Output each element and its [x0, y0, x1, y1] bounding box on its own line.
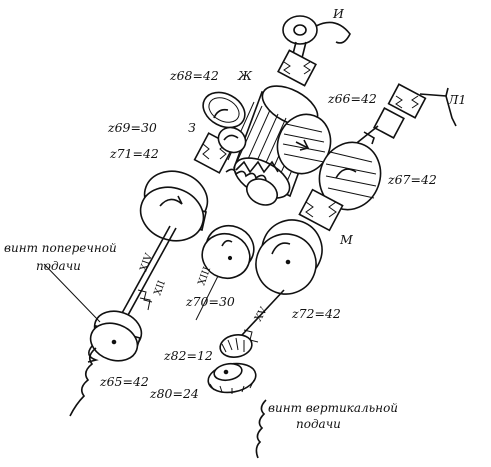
- lead-lines: [43, 263, 267, 459]
- shaft-label-XII: XII: [152, 279, 167, 297]
- label-z70: z70=30: [185, 294, 235, 309]
- gear-z65: [87, 310, 143, 363]
- label-M: М: [339, 232, 354, 247]
- caption-vertical-feed-2: подачи: [296, 417, 341, 431]
- label-z71: z71=42: [109, 146, 159, 161]
- label-Z: З: [188, 120, 196, 135]
- label-z72: z72=42: [291, 306, 341, 321]
- gear-z71: [139, 170, 209, 242]
- clutch-Z: [193, 126, 279, 206]
- label-z66: z66=42: [327, 91, 377, 106]
- gear-z70: [201, 224, 255, 280]
- right-handle-L1: [347, 83, 457, 151]
- label-I: И: [332, 6, 345, 21]
- label-Zh: Ж: [237, 68, 253, 83]
- caption-cross-feed-1: винт поперечной: [4, 241, 117, 255]
- caption-vertical-feed-1: винт вертикальной: [268, 401, 398, 415]
- label-z69: z69=30: [107, 120, 157, 135]
- label-z68: z68=42: [169, 68, 219, 83]
- label-L1: Л1: [447, 92, 466, 107]
- bevel-gear-z80: [207, 362, 257, 394]
- label-z82: z82=12: [163, 348, 213, 363]
- shaft-label-XIII: XIII: [196, 265, 213, 287]
- label-z65: z65=42: [99, 374, 149, 389]
- label-z80: z80=24: [149, 386, 199, 401]
- gear-z72: [255, 219, 323, 295]
- gear-z66: [276, 113, 332, 175]
- caption-cross-feed-2: подачи: [36, 259, 81, 273]
- top-clutch: [277, 49, 317, 87]
- clutch-M: [298, 188, 344, 232]
- label-z67: z67=42: [387, 172, 437, 187]
- bevel-gear-z82: [219, 334, 253, 358]
- gear-z68: [202, 91, 246, 129]
